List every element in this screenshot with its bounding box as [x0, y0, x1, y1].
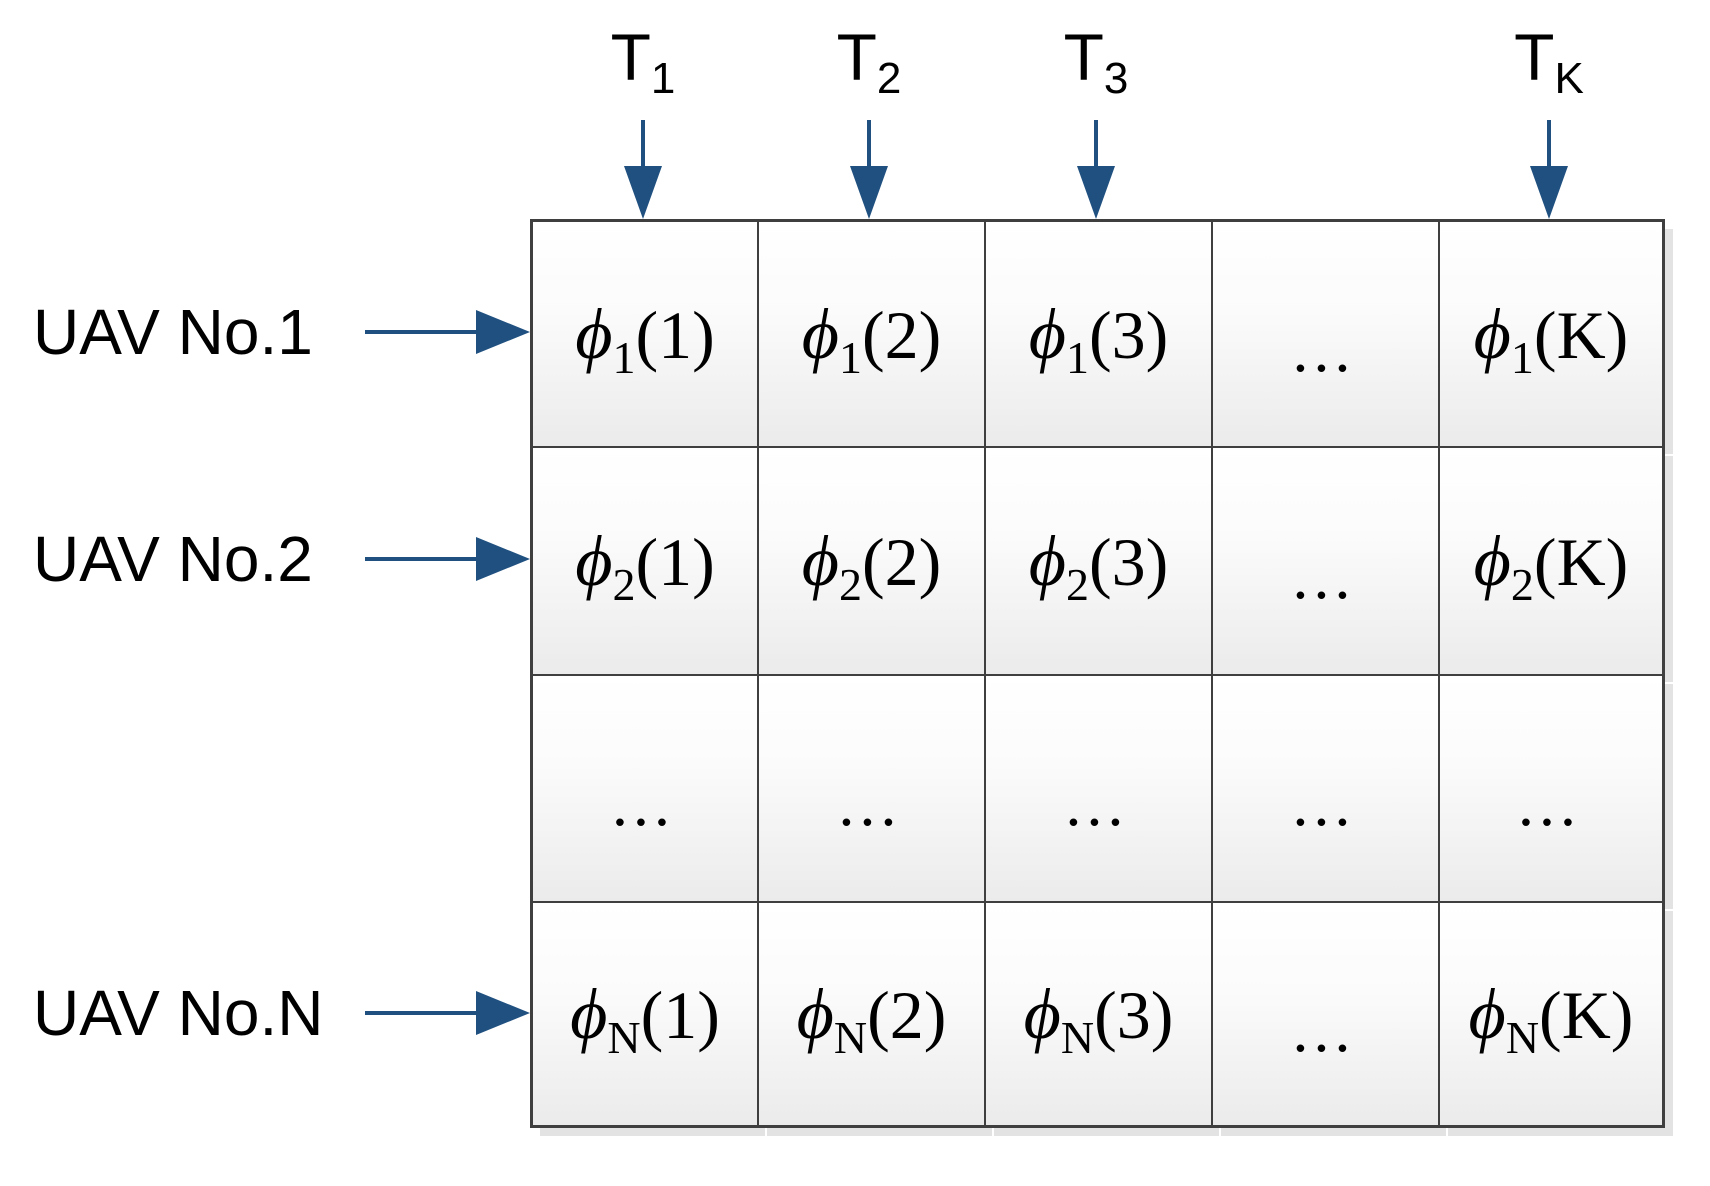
matrix-cell-r3c4: ...: [1211, 673, 1438, 901]
matrix-cell-r1c1: ϕ1(1): [530, 219, 757, 447]
phi-subscript: 1: [838, 331, 862, 383]
column-header-t1: T1: [563, 24, 723, 114]
phi-argument: (1): [640, 976, 720, 1053]
column-header-t2: T2: [789, 24, 949, 114]
phi-symbol: ϕ: [570, 973, 608, 1054]
phi-subscript: 2: [1510, 558, 1534, 610]
matrix-cell-r1c2: ϕ1(2): [757, 219, 984, 447]
ellipsis-text: ...: [1294, 768, 1357, 840]
phi-symbol: ϕ: [1473, 294, 1511, 375]
column-header-tk: TK: [1469, 24, 1629, 114]
phi-argument: (2): [867, 976, 947, 1053]
uav1-arrow-right-icon: [365, 309, 530, 355]
phi-symbol: ϕ: [1028, 294, 1066, 375]
matrix-cell-r4c4: ...: [1211, 900, 1438, 1128]
matrix-cell-r2c2: ϕ2(2): [757, 446, 984, 674]
uav2-arrow-right-icon: [365, 536, 530, 582]
phi-symbol: ϕ: [575, 520, 613, 601]
phi-symbol: ϕ: [801, 520, 839, 601]
matrix-cell-r1c3: ϕ1(3): [984, 219, 1211, 447]
t2-arrow-down-icon: [849, 120, 889, 219]
matrix-cell-r2c4: ...: [1211, 446, 1438, 674]
phi-subscript: 2: [838, 558, 862, 610]
ellipsis-text: ...: [1294, 540, 1357, 612]
phi-argument: (3): [1088, 297, 1169, 374]
phi-argument: (2): [861, 297, 942, 374]
matrix-cell-r1c4: ...: [1211, 219, 1438, 447]
phase-matrix: ϕ1(1) ϕ1(2) ϕ1(3) ... ϕ1(K) ϕ2(1) ϕ2(2) …: [530, 219, 1665, 1128]
column-header-base: T: [610, 20, 651, 94]
phi-subscript: 1: [612, 331, 636, 383]
ellipsis-text: ...: [1294, 314, 1357, 386]
ellipsis-text: ...: [1519, 768, 1583, 840]
column-header-subscript: 2: [876, 54, 902, 104]
tk-arrow-down-icon: [1529, 120, 1569, 219]
row-label-uav1: UAV No.1: [33, 296, 313, 368]
matrix-cell-r2c5: ϕ2(K): [1438, 446, 1665, 674]
t1-arrow-down-icon: [623, 120, 663, 219]
ellipsis-text: ...: [1294, 993, 1357, 1065]
phi-argument: (K): [1533, 523, 1629, 600]
phi-symbol: ϕ: [1468, 973, 1506, 1054]
matrix-cell-r1c5: ϕ1(K): [1438, 219, 1665, 447]
t3-arrow-down-icon: [1076, 120, 1116, 219]
matrix-cell-r2c1: ϕ2(1): [530, 446, 757, 674]
uavn-arrow-right-icon: [365, 990, 530, 1036]
phi-subscript: 2: [612, 558, 636, 610]
row-label-uavn: UAV No.N: [33, 977, 324, 1049]
column-header-subscript: 3: [1103, 54, 1129, 104]
column-header-base: T: [1063, 20, 1104, 94]
row-label-uav2: UAV No.2: [33, 523, 313, 595]
phi-symbol: ϕ: [575, 294, 613, 375]
phi-subscript: N: [833, 1011, 868, 1063]
matrix-cell-r4c2: ϕN(2): [757, 900, 984, 1128]
matrix-cell-r4c5: ϕN(K): [1438, 900, 1665, 1128]
matrix-cell-r3c1: ...: [530, 673, 757, 901]
phi-subscript: N: [1060, 1011, 1095, 1063]
column-header-subscript: K: [1554, 54, 1584, 104]
ellipsis-text: ...: [613, 768, 677, 840]
phi-argument: (K): [1539, 976, 1634, 1053]
phi-subscript: 1: [1065, 331, 1089, 383]
matrix-cell-r2c3: ϕ2(3): [984, 446, 1211, 674]
phi-symbol: ϕ: [1023, 973, 1061, 1054]
phi-argument: (3): [1094, 976, 1174, 1053]
phi-argument: (2): [861, 523, 942, 600]
phi-subscript: 2: [1065, 558, 1089, 610]
matrix-cell-r3c5: ...: [1438, 673, 1665, 901]
phi-argument: (3): [1088, 523, 1169, 600]
phi-symbol: ϕ: [1028, 520, 1066, 601]
phi-symbol: ϕ: [1473, 520, 1511, 601]
column-header-subscript: 1: [650, 54, 676, 104]
phi-subscript: N: [1505, 1011, 1540, 1063]
column-header-base: T: [1514, 20, 1555, 94]
ellipsis-text: ...: [840, 768, 903, 840]
phi-argument: (K): [1533, 297, 1629, 374]
phi-argument: (1): [635, 523, 715, 600]
ellipsis-text: ...: [1067, 768, 1130, 840]
phi-symbol: ϕ: [801, 294, 839, 375]
phi-subscript: N: [607, 1011, 641, 1063]
matrix-cell-r3c2: ...: [757, 673, 984, 901]
phi-subscript: 1: [1510, 331, 1534, 383]
matrix-cell-r3c3: ...: [984, 673, 1211, 901]
phi-argument: (1): [635, 297, 715, 374]
phi-symbol: ϕ: [796, 973, 834, 1054]
column-header-t3: T3: [1016, 24, 1176, 114]
column-header-base: T: [836, 20, 877, 94]
matrix-cell-r4c1: ϕN(1): [530, 900, 757, 1128]
matrix-cell-r4c3: ϕN(3): [984, 900, 1211, 1128]
